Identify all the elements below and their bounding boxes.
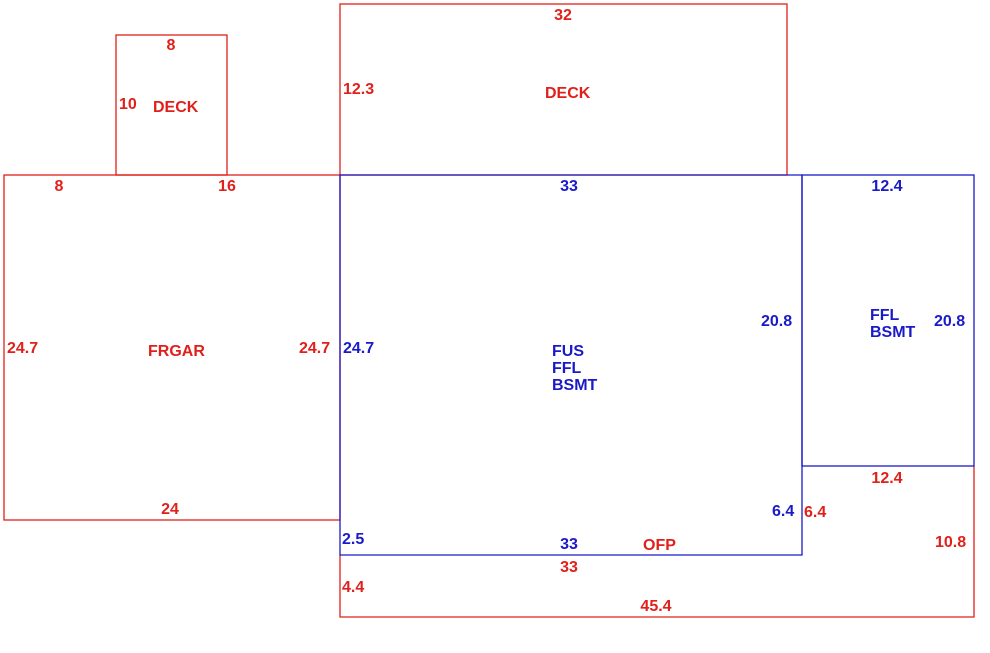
garage-left-dim: 24.7 bbox=[7, 340, 38, 357]
big-deck-left-dim: 12.3 bbox=[343, 81, 374, 98]
main-house-label-3: BSMT bbox=[552, 377, 598, 394]
small-deck-left-dim: 10 bbox=[119, 96, 137, 113]
small-deck-top-dim: 8 bbox=[167, 37, 176, 54]
right-wing-right-dim: 20.8 bbox=[934, 313, 965, 330]
big-deck-top-dim: 32 bbox=[554, 7, 572, 24]
main-house-top-dim: 33 bbox=[560, 178, 578, 195]
main-house-notch-left-dim: 2.5 bbox=[342, 531, 364, 548]
porch-top-dim: 33 bbox=[560, 559, 578, 576]
main-house-label-1: FUS bbox=[552, 343, 584, 360]
right-wing-top-dim: 12.4 bbox=[871, 178, 902, 195]
garage-bottom-dim: 24 bbox=[161, 501, 179, 518]
main-house-outline bbox=[339, 174, 803, 556]
main-house-notch-right-dim: 6.4 bbox=[772, 503, 794, 520]
garage-top-left-dim: 8 bbox=[55, 178, 64, 195]
garage-top-right-dim: 16 bbox=[218, 178, 236, 195]
right-wing-bottom-dim: 12.4 bbox=[871, 470, 902, 487]
main-house-left-dim: 24.7 bbox=[343, 340, 374, 357]
right-wing-label-2: BSMT bbox=[870, 324, 916, 341]
small-deck-label: DECK bbox=[153, 99, 199, 116]
porch-label: OFP bbox=[643, 537, 676, 554]
porch-right-dim: 10.8 bbox=[935, 534, 966, 551]
main-house-label-2: FFL bbox=[552, 360, 582, 377]
main-house-right-dim: 20.8 bbox=[761, 313, 792, 330]
porch-outline bbox=[339, 466, 975, 618]
porch-inner-left-dim: 6.4 bbox=[804, 504, 826, 521]
garage-label: FRGAR bbox=[148, 343, 205, 360]
garage-right-dim: 24.7 bbox=[299, 340, 330, 357]
big-deck-label: DECK bbox=[545, 85, 591, 102]
porch-left-dim: 4.4 bbox=[342, 579, 364, 596]
main-house-bottom-dim: 33 bbox=[560, 536, 578, 553]
porch-bottom-dim: 45.4 bbox=[640, 598, 671, 615]
right-wing-label-1: FFL bbox=[870, 307, 900, 324]
